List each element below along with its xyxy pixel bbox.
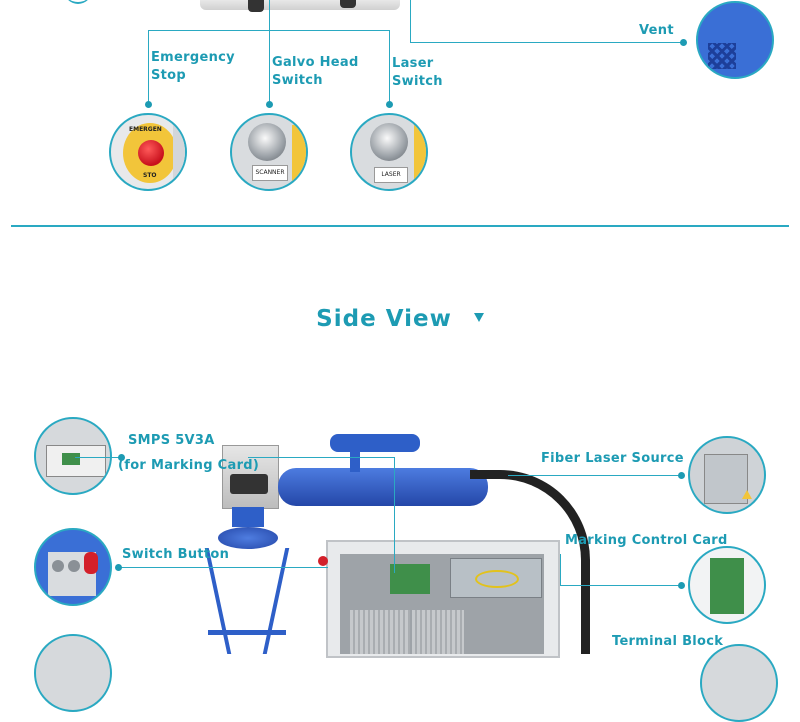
vent-dot bbox=[680, 39, 687, 46]
mcc-dot bbox=[678, 582, 685, 589]
estop-panel-edge bbox=[173, 119, 185, 189]
laser-plate: LASER bbox=[374, 167, 408, 183]
laser-label-1: Laser bbox=[392, 56, 434, 71]
vent-line-vertical bbox=[410, 0, 411, 42]
machine-foot-left bbox=[248, 0, 264, 12]
switch-knob2-icon bbox=[68, 560, 80, 572]
fls-line bbox=[508, 475, 680, 476]
estop-label-1: Emergency bbox=[151, 50, 235, 65]
laser-panel-edge bbox=[414, 125, 426, 181]
power-supply bbox=[350, 610, 410, 654]
galvo-label-2: Switch bbox=[272, 73, 323, 88]
smps-line-top bbox=[248, 457, 394, 458]
smps-label: SMPS 5V3A bbox=[128, 433, 215, 448]
side-view-title-text: Side View bbox=[316, 306, 452, 332]
switch-knob-icon bbox=[52, 560, 64, 572]
smps-line-h bbox=[75, 457, 122, 458]
laser-switch-button-icon bbox=[370, 123, 408, 161]
estop-text-bottom: STO bbox=[143, 172, 157, 179]
smps-sublabel: (for Marking Card) bbox=[118, 458, 260, 473]
laser-line-h bbox=[269, 30, 389, 31]
vent-photo bbox=[696, 1, 774, 79]
stand-crossbar bbox=[208, 630, 286, 635]
mcc-board bbox=[710, 558, 744, 614]
handle-grip bbox=[350, 448, 360, 472]
estop-red-button-icon bbox=[138, 140, 164, 166]
smps-photo bbox=[34, 417, 112, 495]
stand-right-leg bbox=[262, 548, 290, 654]
switch-button-photo bbox=[34, 528, 112, 606]
galvo-switch-photo: SCANNER bbox=[230, 113, 308, 191]
switch-line bbox=[118, 567, 328, 568]
laser-arm bbox=[278, 468, 488, 506]
emergency-stop-photo: EMERGEN STO bbox=[109, 113, 187, 191]
fiber-laser-source-photo bbox=[688, 436, 766, 514]
switch-label: Switch Button bbox=[122, 547, 230, 562]
estop-line-v bbox=[148, 30, 149, 104]
red-button-icon bbox=[318, 556, 328, 566]
laser-switch-photo: LASER bbox=[350, 113, 428, 191]
bottom-left-photo bbox=[34, 634, 112, 712]
galvo-dot bbox=[266, 101, 273, 108]
vent-line-horizontal bbox=[410, 42, 682, 43]
power-supply-2 bbox=[412, 610, 464, 654]
estop-text-top: EMERGEN bbox=[129, 126, 162, 133]
mcc-line-h bbox=[560, 585, 680, 586]
vent-grille-icon bbox=[708, 43, 736, 69]
side-view-title: Side View bbox=[0, 306, 800, 332]
section-divider bbox=[11, 225, 789, 227]
lift-disc bbox=[218, 527, 278, 549]
switch-dot bbox=[115, 564, 122, 571]
mcc-line-v bbox=[560, 554, 561, 585]
smps-line-v bbox=[394, 457, 395, 573]
terminal-block-photo bbox=[700, 644, 778, 722]
triangle-down-icon bbox=[473, 313, 484, 322]
fls-label: Fiber Laser Source bbox=[541, 451, 684, 466]
mcc-label: Marking Control Card bbox=[565, 533, 728, 548]
estop-dot bbox=[145, 101, 152, 108]
galvo-label-1: Galvo Head bbox=[272, 55, 359, 70]
laser-line-v bbox=[389, 30, 390, 104]
fls-dot bbox=[678, 472, 685, 479]
fls-box bbox=[704, 454, 748, 504]
galvo-line-v bbox=[269, 0, 270, 104]
terminal-block-label: Terminal Block bbox=[612, 634, 724, 649]
fiber-coil bbox=[475, 570, 519, 588]
estop-line-h bbox=[148, 30, 269, 31]
fiber-cable bbox=[470, 470, 590, 654]
vent-label: Vent bbox=[639, 23, 674, 38]
laser-dot bbox=[386, 101, 393, 108]
scanner-plate: SCANNER bbox=[252, 165, 288, 181]
control-card bbox=[390, 564, 430, 594]
galvo-yellow-strip bbox=[292, 125, 306, 181]
warning-icon bbox=[742, 490, 752, 499]
estop-label-2: Stop bbox=[151, 68, 187, 83]
top-left-arc bbox=[64, 0, 92, 4]
switch-red-icon bbox=[84, 552, 98, 574]
marking-control-card-photo bbox=[688, 546, 766, 624]
machine-foot-right bbox=[340, 0, 356, 8]
machine-base bbox=[200, 0, 400, 10]
galvo-mount bbox=[232, 507, 264, 527]
smps-chip bbox=[62, 453, 80, 465]
galvo-switch-button-icon bbox=[248, 123, 286, 161]
galvo-window bbox=[230, 474, 268, 494]
laser-label-2: Switch bbox=[392, 74, 443, 89]
machine-illustration bbox=[190, 430, 610, 658]
handle bbox=[330, 434, 420, 452]
smps-dot bbox=[118, 454, 125, 461]
